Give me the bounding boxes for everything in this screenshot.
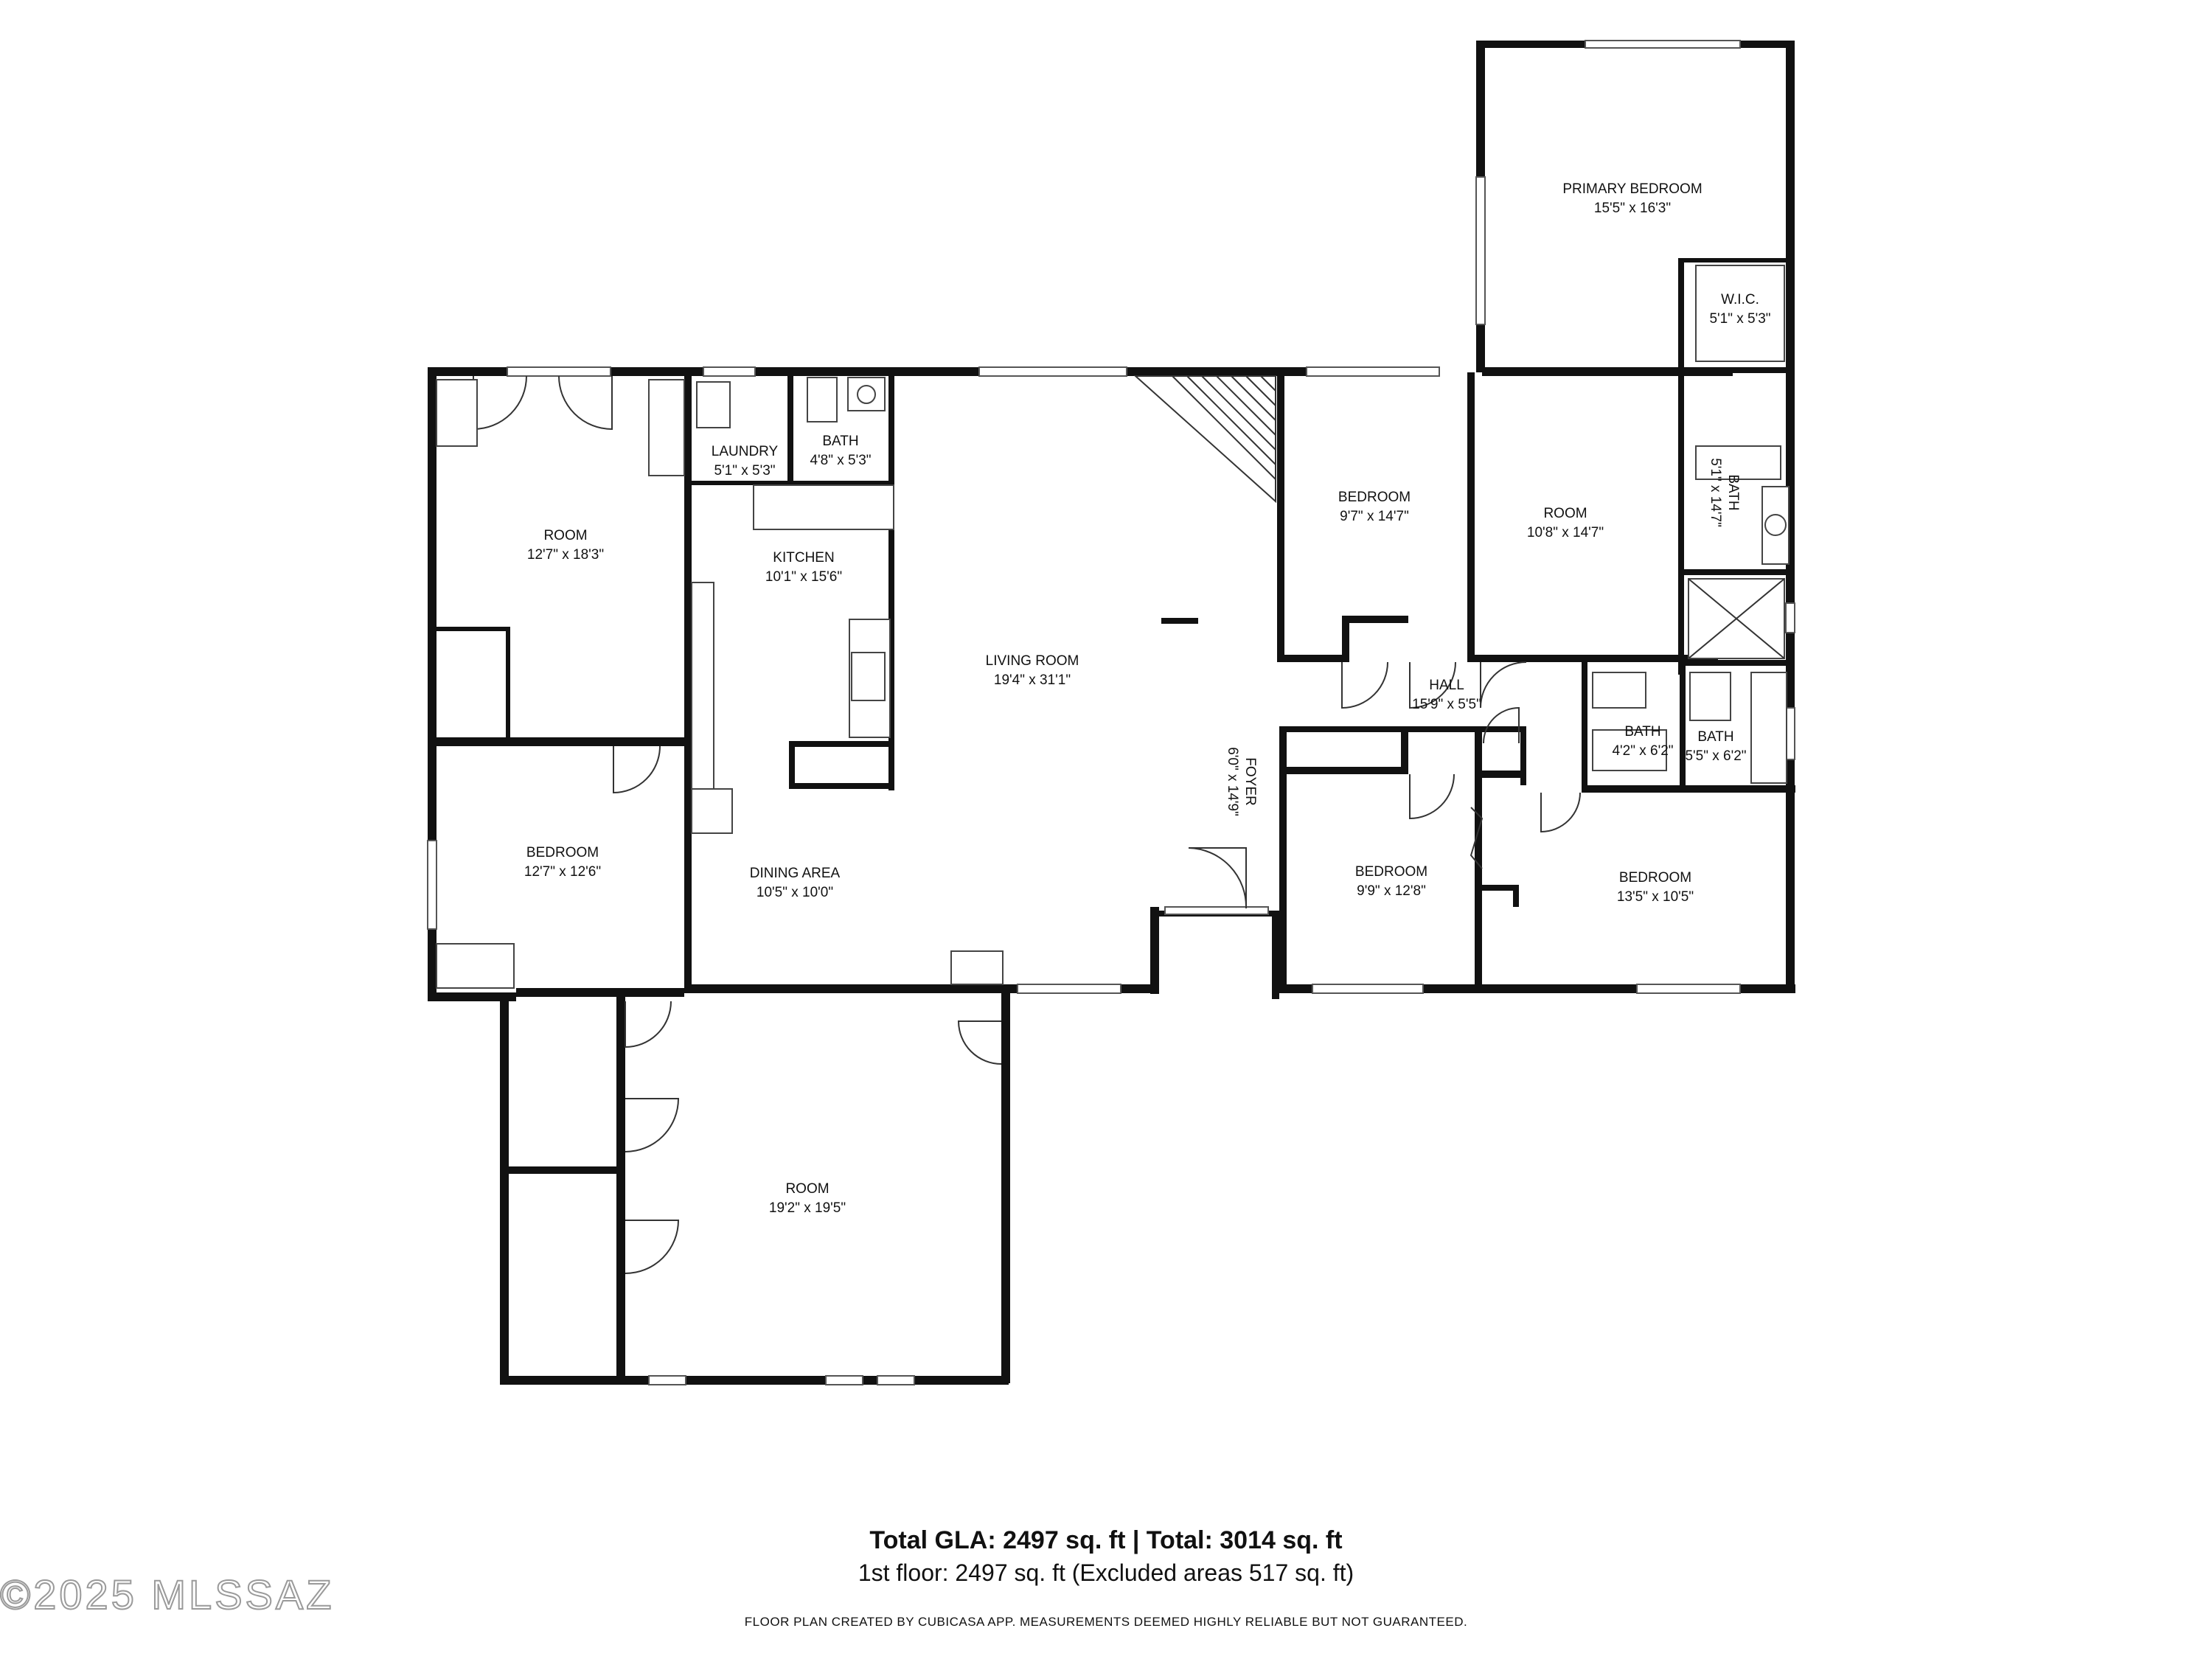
- room-name-primary-bedroom: PRIMARY BEDROOM: [1562, 181, 1702, 197]
- room-dims-living-room: 19'4" x 31'1": [994, 672, 1071, 688]
- room-name-living-room: LIVING ROOM: [986, 653, 1079, 669]
- room-dims-laundry: 5'1" x 5'3": [714, 463, 775, 479]
- room-dims-bedroom-center: 9'7" x 14'7": [1340, 509, 1409, 524]
- room-dims-hall: 15'9" x 5'5": [1412, 697, 1481, 712]
- room-dims-foyer: 6'0" x 14'9": [1225, 747, 1240, 816]
- room-name-laundry: LAUNDRY: [712, 444, 779, 459]
- area-totals: Total GLA: 2497 sq. ft | Total: 3014 sq.…: [869, 1526, 1343, 1554]
- room-dims-room-right: 10'8" x 14'7": [1527, 525, 1604, 540]
- watermark: ©2025 MLSSAZ: [0, 1571, 335, 1618]
- room-dims-bedroom-left: 12'7" x 12'6": [524, 864, 601, 880]
- room-dims-bedroom-lower-right: 13'5" x 10'5": [1617, 889, 1694, 905]
- room-dims-bedroom-lower-mid: 9'9" x 12'8": [1357, 883, 1426, 899]
- floor-area: 1st floor: 2497 sq. ft (Excluded areas 5…: [858, 1559, 1354, 1586]
- windows: [427, 40, 1795, 1385]
- room-dims-kitchen: 10'1" x 15'6": [765, 569, 842, 585]
- room-labels: PRIMARY BEDROOM 15'5" x 16'3" W.I.C. 5'1…: [524, 181, 1771, 1216]
- room-dims-room-left: 12'7" x 18'3": [527, 547, 604, 563]
- room-name-bath-hall-1: BATH: [1624, 724, 1660, 740]
- room-name-bedroom-left: BEDROOM: [526, 845, 599, 860]
- room-dims-dining-area: 10'5" x 10'0": [757, 885, 833, 900]
- doors: [473, 375, 1581, 1274]
- disclaimer: FLOOR PLAN CREATED BY CUBICASA APP. MEAS…: [744, 1615, 1468, 1629]
- room-dims-primary-bedroom: 15'5" x 16'3": [1594, 201, 1671, 216]
- room-dims-bath-primary: 5'1" x 14'7": [1708, 458, 1723, 527]
- room-name-bedroom-lower-mid: BEDROOM: [1355, 864, 1427, 880]
- room-dims-bath-small: 4'8" x 5'3": [810, 453, 871, 468]
- room-name-bedroom-center: BEDROOM: [1338, 490, 1411, 505]
- room-name-foyer: FOYER: [1242, 757, 1258, 805]
- room-name-kitchen: KITCHEN: [773, 550, 834, 566]
- room-name-bath-hall-2: BATH: [1697, 729, 1733, 745]
- room-name-room-right: ROOM: [1543, 506, 1587, 521]
- room-name-bath-small: BATH: [822, 434, 858, 449]
- room-name-wic: W.I.C.: [1721, 292, 1759, 307]
- room-dims-bath-hall-2: 5'5" x 6'2": [1685, 748, 1746, 764]
- walls: [428, 41, 1795, 1385]
- room-name-room-left: ROOM: [543, 528, 587, 543]
- room-dims-room-garage: 19'2" x 19'5": [769, 1200, 846, 1216]
- room-name-dining-area: DINING AREA: [750, 866, 841, 881]
- fixtures: [436, 265, 1790, 989]
- room-dims-bath-hall-1: 4'2" x 6'2": [1612, 743, 1673, 759]
- room-name-hall: HALL: [1429, 678, 1464, 693]
- room-dims-wic: 5'1" x 5'3": [1709, 311, 1770, 327]
- room-name-bath-primary: BATH: [1725, 474, 1741, 510]
- room-name-room-garage: ROOM: [785, 1181, 829, 1197]
- room-name-bedroom-lower-right: BEDROOM: [1619, 870, 1691, 886]
